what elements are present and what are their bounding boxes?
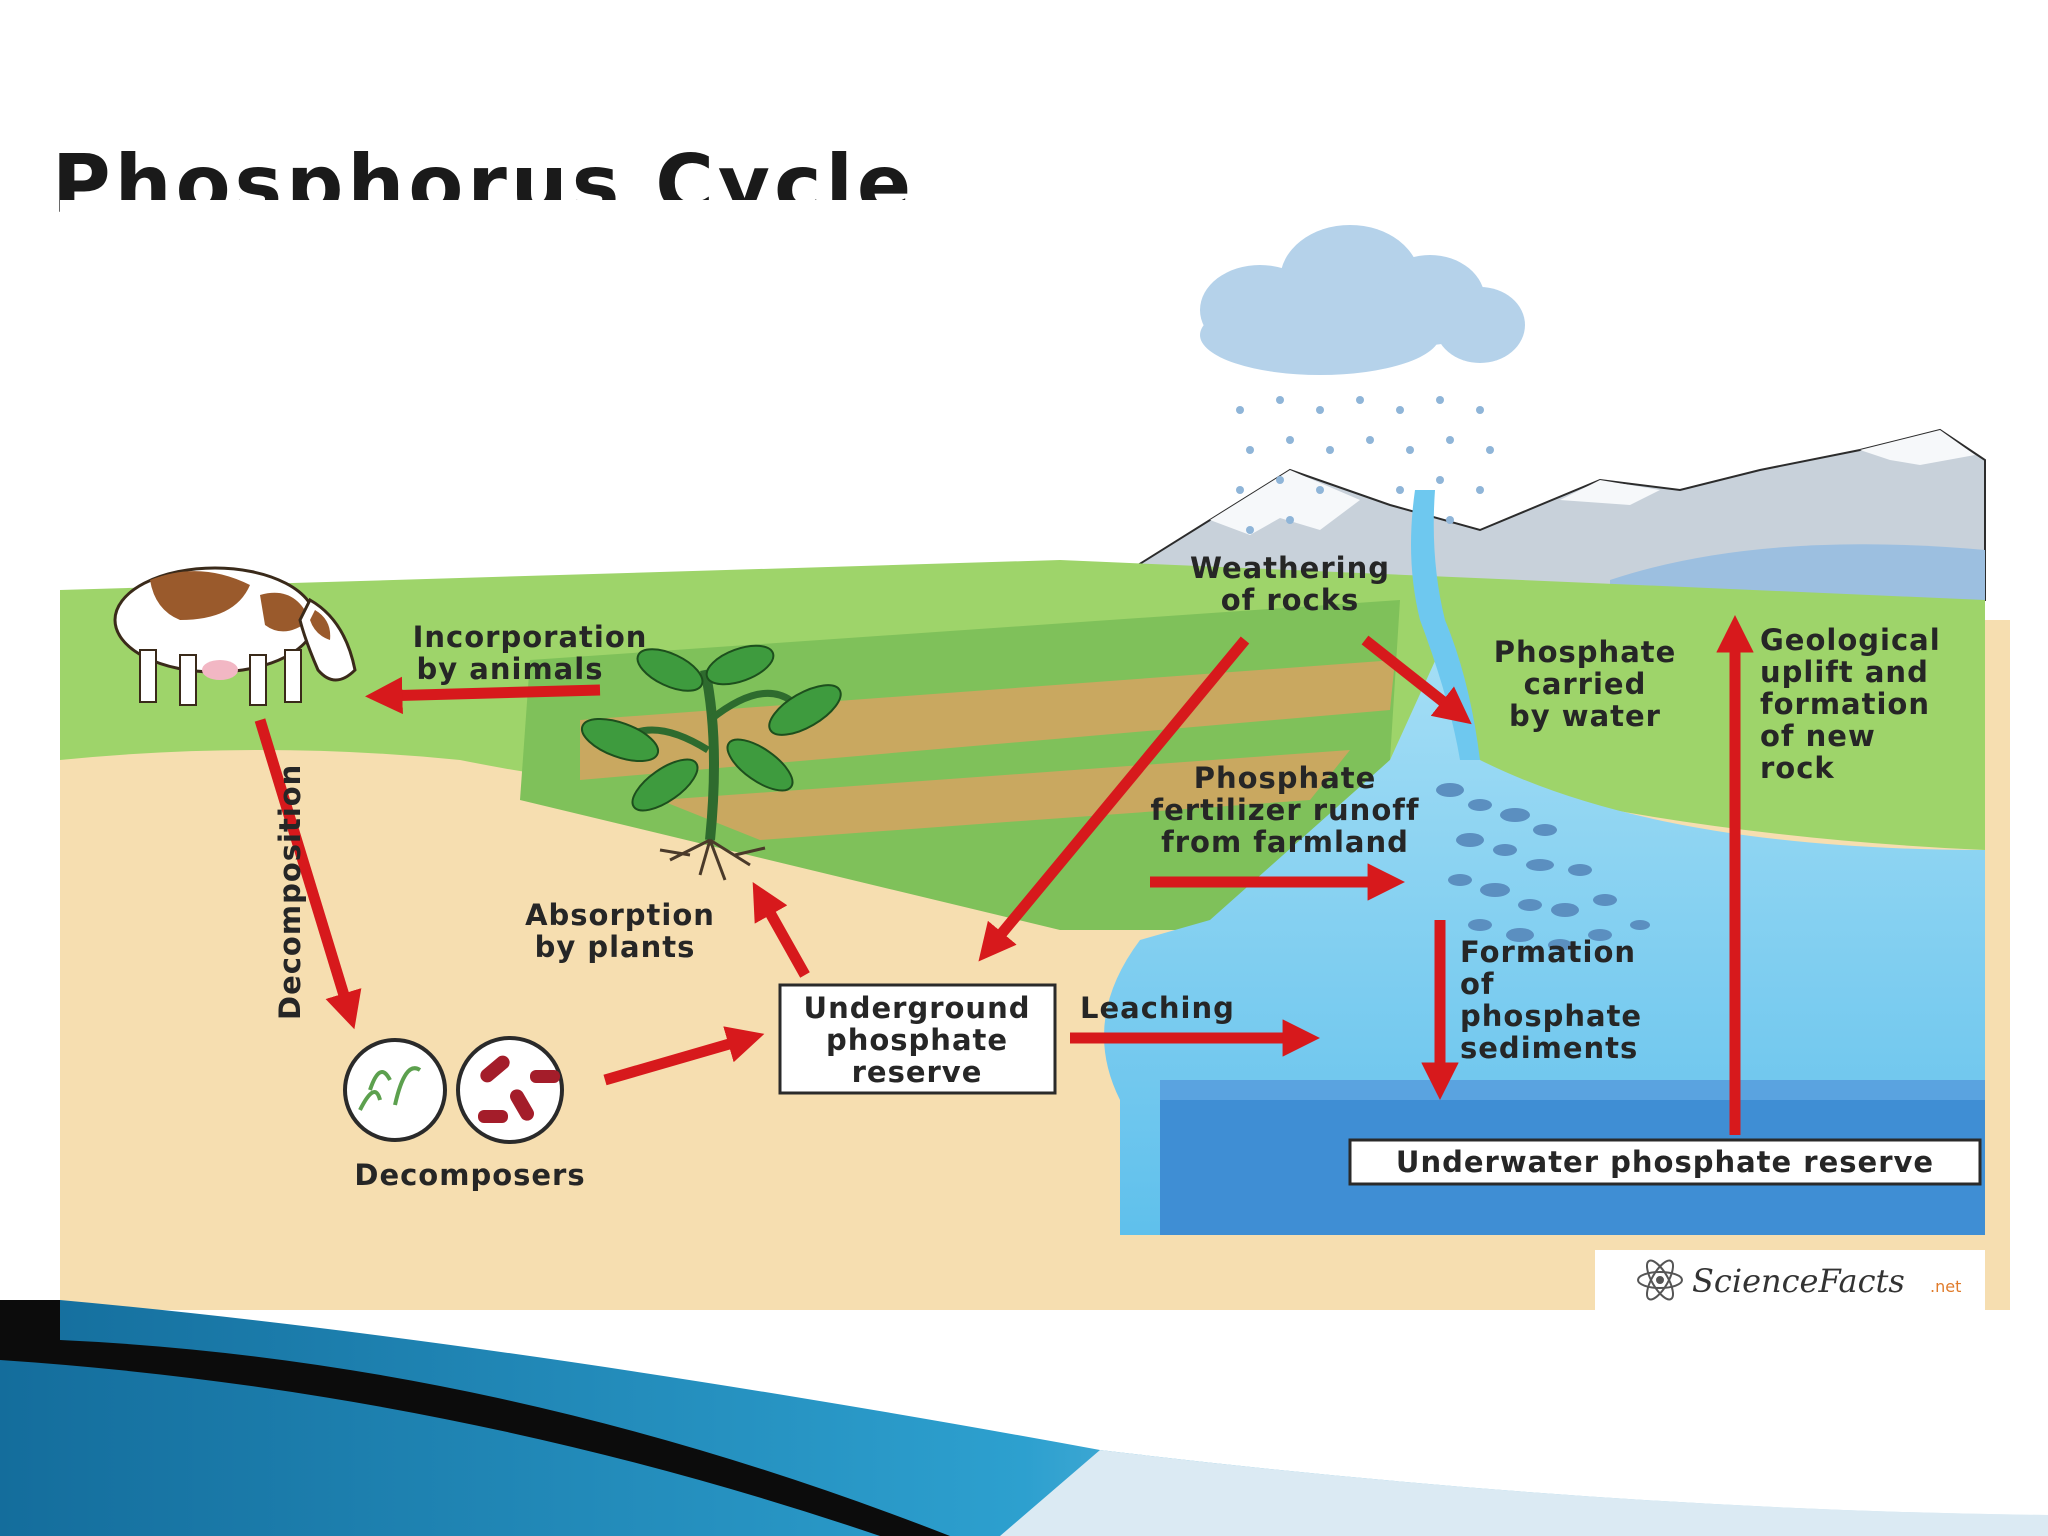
arrow-decomposers-to-reserve (603, 1026, 765, 1086)
label-underground-line2: phosphate (826, 1023, 1008, 1057)
label-runoff-line3: from farmland (1161, 825, 1409, 859)
rain-drops (1236, 396, 1494, 534)
label-absorption-line1: Absorption (525, 898, 715, 932)
plant (580, 644, 842, 881)
arrow-weathering-to-reserve (978, 636, 1250, 962)
atom-icon (1637, 1259, 1683, 1301)
label-incorporation-line1: Incorporation (413, 620, 648, 654)
label-runoff-line2: fertilizer runoff (1151, 793, 1420, 827)
label-underwater-reserve: Underwater phosphate reserve (1396, 1145, 1934, 1179)
watermark-text: ScienceFacts (1692, 1262, 1905, 1300)
label-carried-line1: Phosphate (1494, 635, 1677, 669)
label-uplift-line4: of new (1760, 719, 1876, 753)
label-sediments-line3: phosphate (1460, 999, 1642, 1033)
sediment-pebbles (1436, 783, 1650, 951)
underwater-reserve-box (1348, 1138, 1982, 1186)
watermark-suffix: .net (1930, 1277, 1961, 1296)
label-decomposers: Decomposers (354, 1158, 585, 1192)
label-weathering-line1: Weathering (1190, 551, 1390, 585)
arrow-decomposition (254, 718, 362, 1030)
label-uplift-line3: formation (1760, 687, 1930, 721)
decomposers-bacteria-circle (456, 1036, 564, 1144)
snow-caps (1210, 430, 1975, 535)
phosphorus-cycle-diagram: Incorporation by animals Decomposition D… (60, 200, 2010, 1310)
label-sediments-line4: sediments (1460, 1031, 1638, 1065)
far-water (1610, 544, 1985, 600)
arrow-absorption (752, 881, 810, 978)
label-uplift-line1: Geological (1760, 623, 1941, 657)
label-underground-line1: Underground (804, 991, 1031, 1025)
cow (113, 566, 357, 706)
label-uplift-line2: uplift and (1760, 655, 1929, 689)
label-runoff-line1: Phosphate (1194, 761, 1377, 795)
label-decomposition: Decomposition (273, 764, 307, 1020)
cycle-arrows (254, 615, 1754, 1135)
slide-footer-decoration (0, 1300, 2048, 1536)
label-incorporation-line2: by animals (417, 652, 604, 686)
decomposers-fungi-circle (343, 1038, 447, 1142)
label-weathering-line2: of rocks (1221, 583, 1360, 617)
arrow-incorporation (365, 676, 601, 715)
label-underground-line3: reserve (852, 1055, 983, 1089)
label-absorption-line2: by plants (535, 930, 696, 964)
label-sediments-line2: of (1460, 967, 1495, 1001)
label-carried-line2: carried (1524, 667, 1647, 701)
label-sediments-line1: Formation (1460, 935, 1636, 969)
arrow-weathering-to-water (1361, 635, 1472, 725)
label-carried-line3: by water (1509, 699, 1661, 733)
rain-cloud (1200, 225, 1525, 375)
label-leaching: Leaching (1080, 991, 1235, 1025)
label-uplift-line5: rock (1760, 751, 1835, 785)
underground-reserve-box (778, 983, 1057, 1095)
